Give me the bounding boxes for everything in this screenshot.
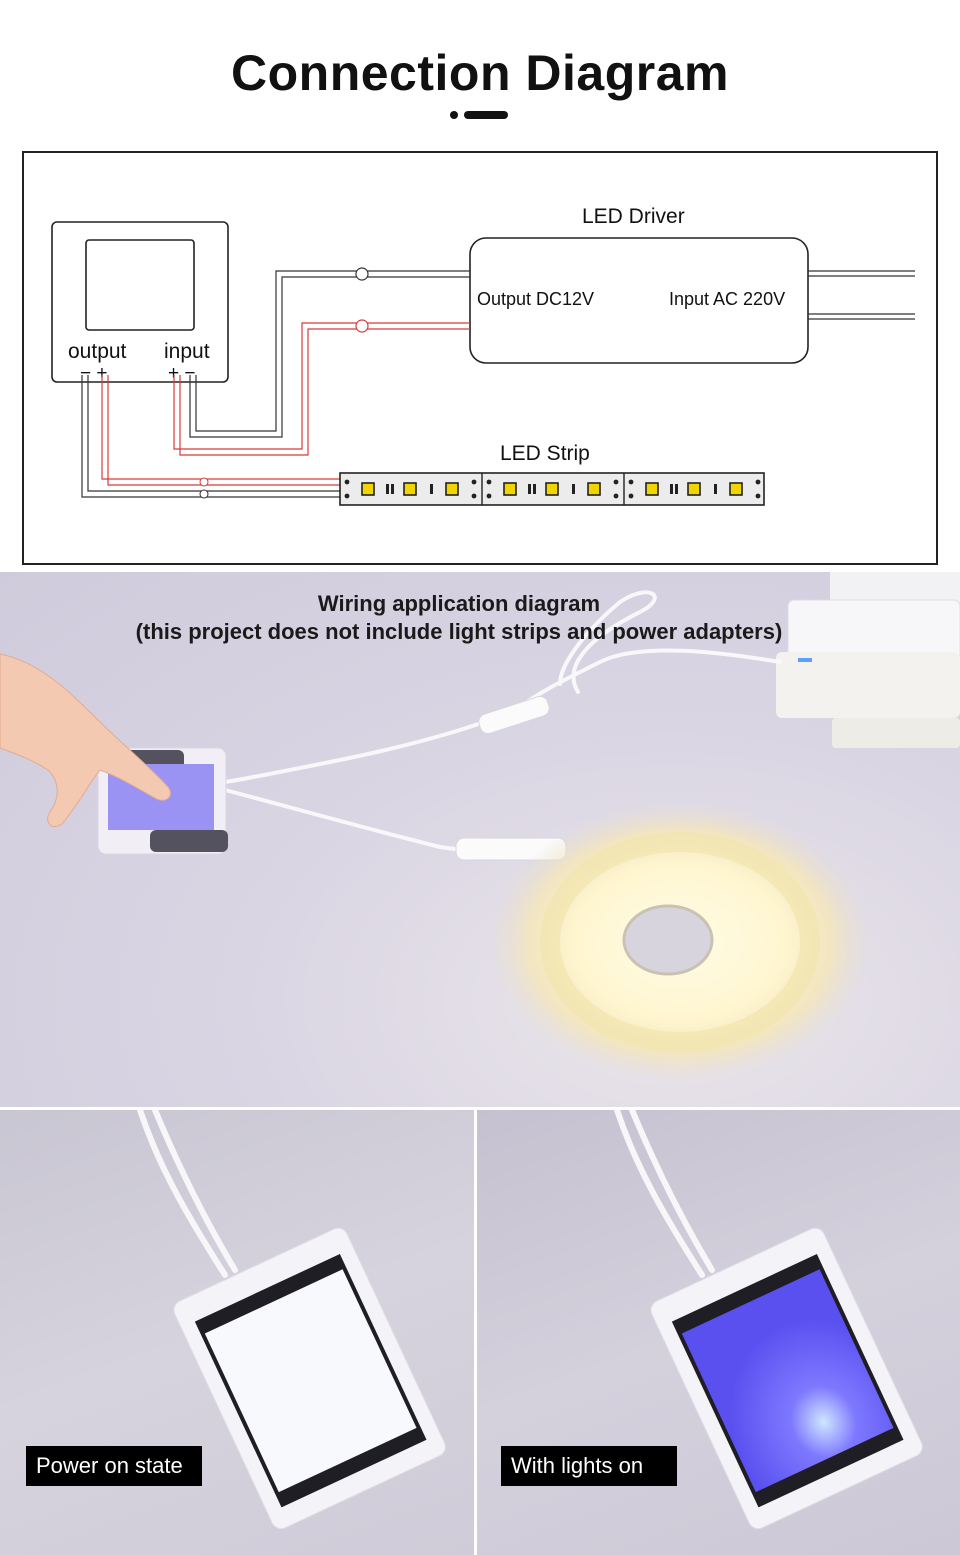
power-on-state-label: Power on state — [26, 1446, 202, 1486]
resistor — [391, 484, 394, 494]
led-chip — [445, 482, 459, 496]
strip-pad — [613, 479, 619, 485]
strip-pad — [755, 493, 761, 499]
wiring-caption: Wiring application diagram (this project… — [0, 590, 918, 646]
wire-connector-black — [355, 267, 369, 281]
led-chip — [403, 482, 417, 496]
title-underline — [450, 111, 508, 119]
wiring-caption-line1: Wiring application diagram — [317, 591, 601, 616]
page-header: Connection Diagram — [0, 0, 960, 150]
led-chip — [503, 482, 517, 496]
strip-pad — [344, 493, 350, 499]
lights-on-photo-art — [614, 1110, 923, 1530]
switch-panel — [85, 239, 195, 331]
output-polarity-label: − + — [80, 363, 107, 384]
resistor — [572, 484, 575, 494]
underline-dot — [450, 111, 458, 119]
switch-device-on — [650, 1227, 923, 1530]
strip-pad — [755, 479, 761, 485]
wiring-caption-line2: (this project does not include light str… — [135, 619, 783, 644]
strip-pad — [486, 493, 492, 499]
strip-segments — [344, 479, 761, 499]
reel-hub — [622, 904, 714, 976]
strip-joint-red — [199, 477, 209, 487]
resistor — [528, 484, 531, 494]
resistor — [533, 484, 536, 494]
driver-input-label: Input AC 220V — [669, 289, 785, 309]
switch-input-label: input — [164, 340, 210, 363]
led-chip — [645, 482, 659, 496]
cable-pair — [614, 1110, 715, 1278]
strip-pad — [471, 479, 477, 485]
strip-title: LED Strip — [500, 442, 590, 465]
page-title: Connection Diagram — [231, 45, 729, 101]
dc-connectors — [455, 695, 567, 861]
led-chip — [687, 482, 701, 496]
led-chip — [729, 482, 743, 496]
input-polarity-label: + − — [168, 363, 195, 384]
wiring-photo — [0, 572, 960, 1107]
cable-pair — [137, 1110, 238, 1278]
strip-pad — [471, 493, 477, 499]
connection-diagram: output input − + + − LED Driver Output D… — [22, 151, 938, 565]
driver-title: LED Driver — [582, 205, 685, 228]
led-chip — [587, 482, 601, 496]
led-reel — [540, 832, 820, 1052]
strip-pad — [613, 493, 619, 499]
lights-on-label: With lights on — [501, 1446, 677, 1486]
lights-on-photo — [477, 1110, 960, 1555]
photo-divider — [474, 1110, 477, 1555]
resistor — [675, 484, 678, 494]
wire-connector-red — [355, 319, 369, 333]
wiring-photo-art — [0, 572, 960, 1082]
strip-pad — [628, 479, 634, 485]
led-driver-box — [469, 237, 809, 364]
strip-pad — [486, 479, 492, 485]
resistor — [386, 484, 389, 494]
switch-output-label: output — [68, 340, 127, 363]
switch-device-off — [173, 1227, 446, 1530]
led-chip — [361, 482, 375, 496]
strip-joint-black — [199, 489, 209, 499]
strip-positive-wire — [101, 375, 340, 486]
diagram-svg: output input − + + − LED Driver Output D… — [51, 205, 915, 506]
resistor — [714, 484, 717, 494]
power-on-photo-art — [137, 1110, 446, 1530]
underline-bar — [464, 111, 508, 119]
driver-output-label: Output DC12V — [477, 289, 594, 309]
strip-negative-wire — [81, 375, 340, 498]
section-divider — [0, 1107, 960, 1110]
power-on-photo — [0, 1110, 474, 1555]
led-chip — [545, 482, 559, 496]
resistor — [670, 484, 673, 494]
ac-input-wires — [808, 270, 915, 320]
strip-pad — [344, 479, 350, 485]
strip-pad — [628, 493, 634, 499]
driver-negative-wire — [189, 270, 470, 438]
power-adapter — [776, 572, 960, 748]
hand — [0, 653, 171, 828]
resistor — [430, 484, 433, 494]
